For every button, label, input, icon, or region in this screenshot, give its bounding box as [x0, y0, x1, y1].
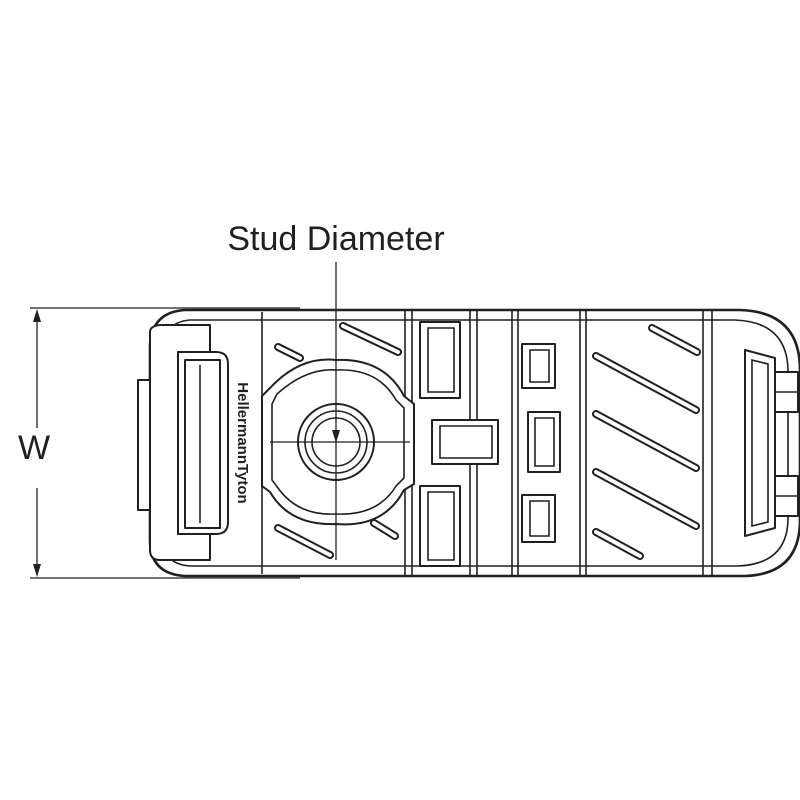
- width-dimension: [30, 307, 300, 579]
- right-clip-tab: [744, 349, 799, 537]
- width-label: W: [18, 429, 50, 467]
- stud-diameter-label: Stud Diameter: [227, 220, 444, 258]
- stud-center-lines: [270, 262, 410, 560]
- slot-column: [521, 343, 561, 543]
- lock-windows: [419, 321, 499, 567]
- brand-text: HellermannTyton: [234, 382, 251, 503]
- left-clip-tab: [137, 324, 229, 561]
- grip-stripes-right: [592, 324, 701, 560]
- grip-stripes-left: [274, 322, 402, 559]
